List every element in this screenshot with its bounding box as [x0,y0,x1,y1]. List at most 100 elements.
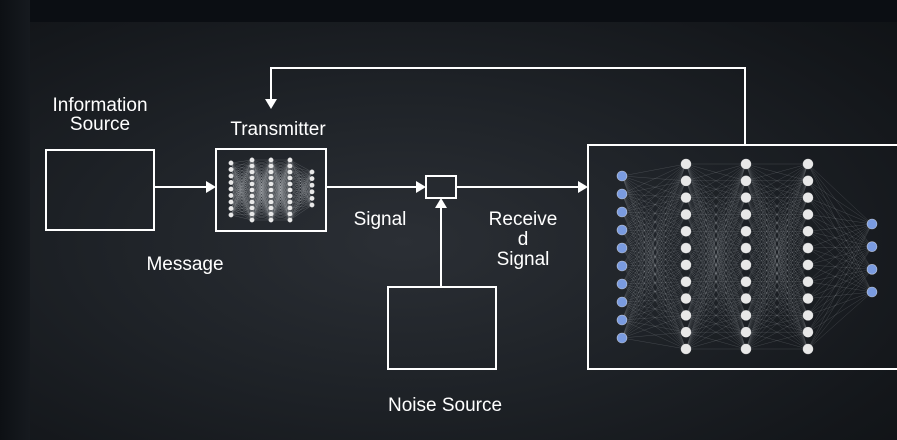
network-edge [289,198,313,203]
network-edge [745,331,809,350]
network-edge [270,183,291,203]
network-edge [807,246,873,249]
network-edge [745,264,809,350]
network-edge [251,177,272,215]
network-edge [685,247,747,282]
network-edge [270,177,291,209]
network-edge [251,171,272,185]
network-edge [230,188,253,191]
network-edge [745,231,809,266]
network-node [866,241,878,252]
network-edge [745,163,809,316]
network-edge [621,231,687,303]
network-edge [685,163,747,333]
network-edge [270,165,291,215]
network-edge [230,201,253,209]
network-edge [745,281,809,299]
network-edge [685,298,747,333]
network-edge [289,178,313,221]
network-edge [621,211,687,316]
network-edge [745,247,809,316]
network-edge [289,171,313,209]
network-edge [621,197,687,285]
network-edge [230,169,253,173]
network-node [309,176,315,182]
network-edge [230,162,253,221]
network-edge [621,337,687,350]
network-edge [230,189,253,203]
network-edge [745,331,809,350]
network-edge [230,169,253,197]
received-signal-label: Receive d Signal [468,210,578,270]
network-edge [251,159,272,203]
network-node [680,158,692,170]
network-edge [621,175,687,198]
network-node [309,189,315,195]
network-edge [270,177,291,191]
network-edge [289,185,313,221]
network-node [866,286,878,298]
network-edge [251,159,272,173]
network-edge [745,231,809,266]
network-edge [289,159,313,186]
network-edge [289,198,313,221]
network-edge [745,214,809,232]
network-node [740,343,752,355]
network-edge [745,163,809,333]
network-edge [745,298,809,350]
network-edge [685,231,747,299]
network-edge [685,264,747,282]
network-edge [745,298,809,333]
network-edge [251,159,272,167]
network-node [228,206,234,212]
network-edge [685,180,747,282]
network-edge [745,197,809,299]
network-edge [251,171,272,191]
network-edge [621,180,687,195]
network-edge [230,159,253,164]
network-node [287,217,293,223]
network-edge [745,281,809,316]
network-edge [685,197,747,232]
network-edge [685,163,747,316]
network-edge [745,197,809,232]
network-edge [270,171,291,191]
network-edge [745,214,809,316]
network-edge [270,195,291,215]
network-edge [289,159,313,179]
network-edge [621,197,687,231]
network-edge [745,281,809,333]
network-edge [270,165,291,191]
network-edge [621,175,687,215]
network-edge [270,177,291,185]
network-edge [685,180,747,266]
network-edge [270,177,291,215]
network-edge [685,214,747,316]
network-edge [685,163,747,215]
network-edge [621,214,687,321]
network-edge [251,189,272,221]
network-edge [807,163,873,293]
network-edge [251,183,272,197]
network-edge [270,165,291,173]
network-edge [685,163,747,232]
network-edge [685,180,747,350]
network-edge [289,171,313,215]
network-edge [807,291,873,316]
network-edge [745,214,809,316]
network-edge [685,180,747,232]
network-edge [621,197,687,339]
network-edge [745,214,809,299]
network-node [616,314,628,326]
network-edge [289,171,313,192]
network-edge [270,177,291,215]
network-edge [807,269,873,333]
network-edge [621,180,687,231]
network-edge [685,231,747,249]
network-edge [745,264,809,316]
network-edge [807,231,873,247]
network-node [680,259,692,271]
network-edge [230,169,253,215]
arrow-head [416,181,426,193]
